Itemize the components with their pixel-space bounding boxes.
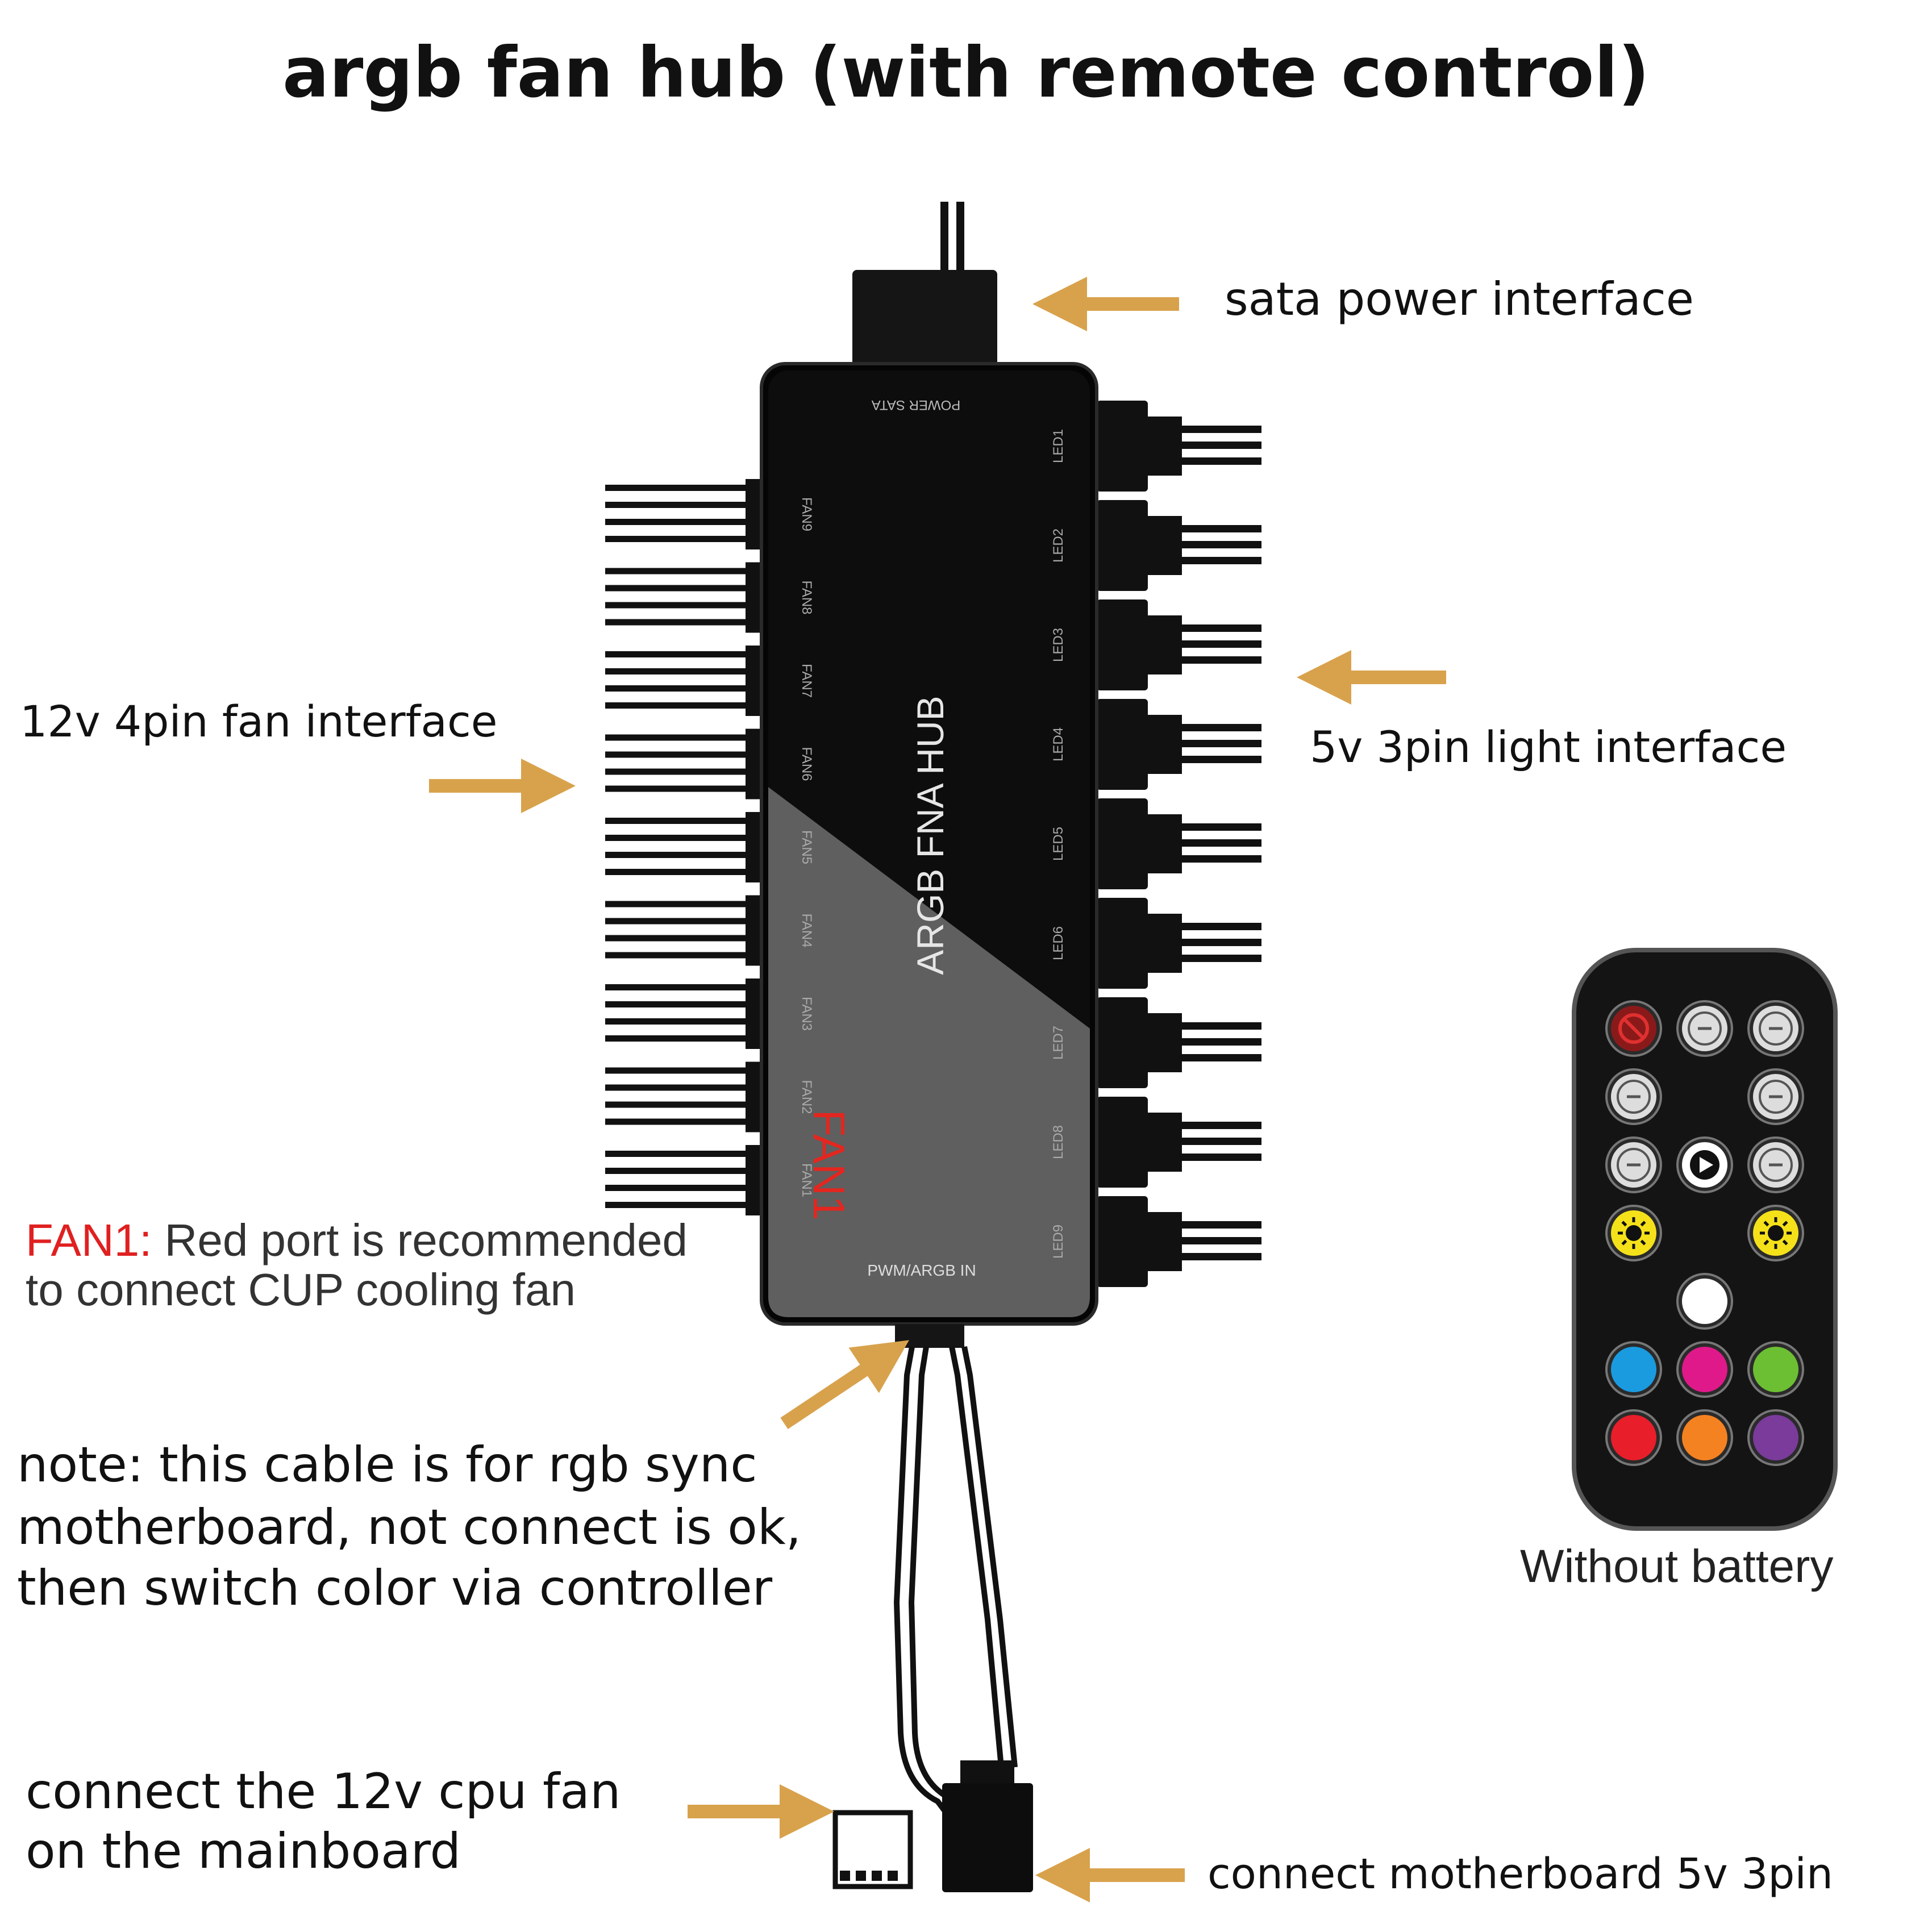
cpu-fan-line2: on the mainboard bbox=[26, 1823, 461, 1880]
speed-minus-icon[interactable] bbox=[1605, 1068, 1662, 1125]
fan-port-label: FAN6 bbox=[799, 747, 814, 781]
input-port-label: PWM/ARGB IN bbox=[867, 1261, 976, 1279]
fan-port-label: FAN9 bbox=[799, 497, 814, 531]
fan-port-label: FAN4 bbox=[799, 913, 814, 947]
input-cables bbox=[893, 1324, 1018, 1814]
lock-icon[interactable] bbox=[1676, 1000, 1733, 1057]
led-port-connector bbox=[1097, 898, 1261, 989]
fan-port-connector bbox=[605, 1145, 768, 1215]
led-port-label: LED6 bbox=[1051, 926, 1066, 960]
led-port-label: LED2 bbox=[1051, 528, 1066, 563]
motherboard-5v-label: connect motherboard 5v 3pin bbox=[1208, 1850, 1833, 1898]
fan-port-label: FAN3 bbox=[799, 997, 814, 1031]
purple-color-button[interactable] bbox=[1747, 1409, 1804, 1466]
fan1-note-text: Red port is recommended bbox=[164, 1215, 688, 1265]
power-sata-label: POWER SATA bbox=[872, 397, 960, 413]
note-line1: note: this cable is for rgb sync bbox=[17, 1436, 757, 1493]
play-icon[interactable] bbox=[1676, 1136, 1733, 1193]
sata-power-label: sata power interface bbox=[1225, 273, 1694, 326]
led-port-connector bbox=[1097, 1196, 1261, 1287]
fan1-note-line2: to connect CUP cooling fan bbox=[26, 1264, 576, 1315]
fan1-red-label: FAN1 bbox=[804, 1109, 854, 1220]
fan-port-connector bbox=[605, 979, 768, 1049]
note-line2: motherboard, not connect is ok, bbox=[17, 1499, 802, 1556]
brightness-minus-icon[interactable] bbox=[1605, 1205, 1662, 1261]
led-port-label: LED3 bbox=[1051, 628, 1066, 662]
callout-arrows bbox=[429, 277, 1446, 1902]
red-color-button[interactable] bbox=[1605, 1409, 1662, 1466]
blue-color-button[interactable] bbox=[1605, 1341, 1662, 1398]
led-port-label: LED9 bbox=[1051, 1225, 1066, 1259]
power-off-icon[interactable] bbox=[1605, 1000, 1662, 1057]
mode-minus-icon[interactable] bbox=[1605, 1136, 1662, 1193]
fan-port-connector bbox=[605, 479, 768, 549]
hub-body bbox=[760, 362, 1098, 1326]
cpu-fan-line1: connect the 12v cpu fan bbox=[26, 1763, 621, 1820]
fan-port-label: FAN8 bbox=[799, 580, 814, 614]
note-line3: then switch color via controller bbox=[17, 1560, 773, 1617]
sata-connector bbox=[852, 202, 997, 369]
fan1-note-line1: FAN1: Red port is recommended bbox=[26, 1213, 688, 1268]
fan-port-connector bbox=[605, 1061, 768, 1132]
fan-port-connector bbox=[605, 728, 768, 800]
page-title: argb fan hub (with remote control) bbox=[282, 32, 1650, 113]
remote-control bbox=[1572, 948, 1838, 1531]
white-color-button[interactable] bbox=[1676, 1273, 1733, 1330]
fan-port-connector bbox=[605, 562, 768, 633]
led-port-connector bbox=[1097, 599, 1261, 690]
fan1-note-prefix: FAN1: bbox=[26, 1215, 152, 1265]
led-port-connector bbox=[1097, 997, 1261, 1088]
fan-port-connector bbox=[605, 646, 768, 716]
mode-plus-icon[interactable] bbox=[1747, 1136, 1804, 1193]
fan-port-label: FAN7 bbox=[799, 664, 814, 698]
fan-port-label: FAN1 bbox=[799, 1163, 814, 1197]
led-port-connector bbox=[1097, 401, 1261, 492]
led-port-label: LED7 bbox=[1051, 1026, 1066, 1060]
cpu-fan-plug bbox=[832, 1810, 913, 1889]
without-battery-label: Without battery bbox=[1520, 1540, 1834, 1592]
led-port-connector bbox=[1097, 1097, 1261, 1188]
fan-connectors bbox=[605, 479, 768, 1215]
led-port-label: LED4 bbox=[1051, 727, 1066, 761]
music-icon[interactable] bbox=[1747, 1000, 1804, 1057]
led-port-label: LED5 bbox=[1051, 827, 1066, 861]
led-connectors bbox=[1097, 401, 1261, 1287]
led-port-connector bbox=[1097, 500, 1261, 591]
argb-5v-plug bbox=[942, 1760, 1033, 1892]
fan-port-connector bbox=[605, 812, 768, 882]
hub-name-label: ARGB FNA HUB bbox=[909, 696, 951, 975]
fan-port-connector bbox=[605, 895, 768, 966]
light-interface-label: 5v 3pin light interface bbox=[1310, 722, 1787, 772]
magenta-color-button[interactable] bbox=[1676, 1341, 1733, 1398]
fan-interface-label: 12v 4pin fan interface bbox=[20, 696, 498, 747]
orange-color-button[interactable] bbox=[1676, 1409, 1733, 1466]
brightness-plus-icon[interactable] bbox=[1747, 1205, 1804, 1261]
callout-arrow bbox=[780, 1340, 909, 1429]
led-port-label: LED1 bbox=[1051, 429, 1066, 463]
green-color-button[interactable] bbox=[1747, 1341, 1804, 1398]
led-port-connector bbox=[1097, 699, 1261, 790]
fan-port-label: FAN2 bbox=[799, 1080, 814, 1114]
led-port-connector bbox=[1097, 798, 1261, 889]
led-port-label: LED8 bbox=[1051, 1125, 1066, 1159]
speed-plus-icon[interactable] bbox=[1747, 1068, 1804, 1125]
fan-port-label: FAN5 bbox=[799, 830, 814, 864]
